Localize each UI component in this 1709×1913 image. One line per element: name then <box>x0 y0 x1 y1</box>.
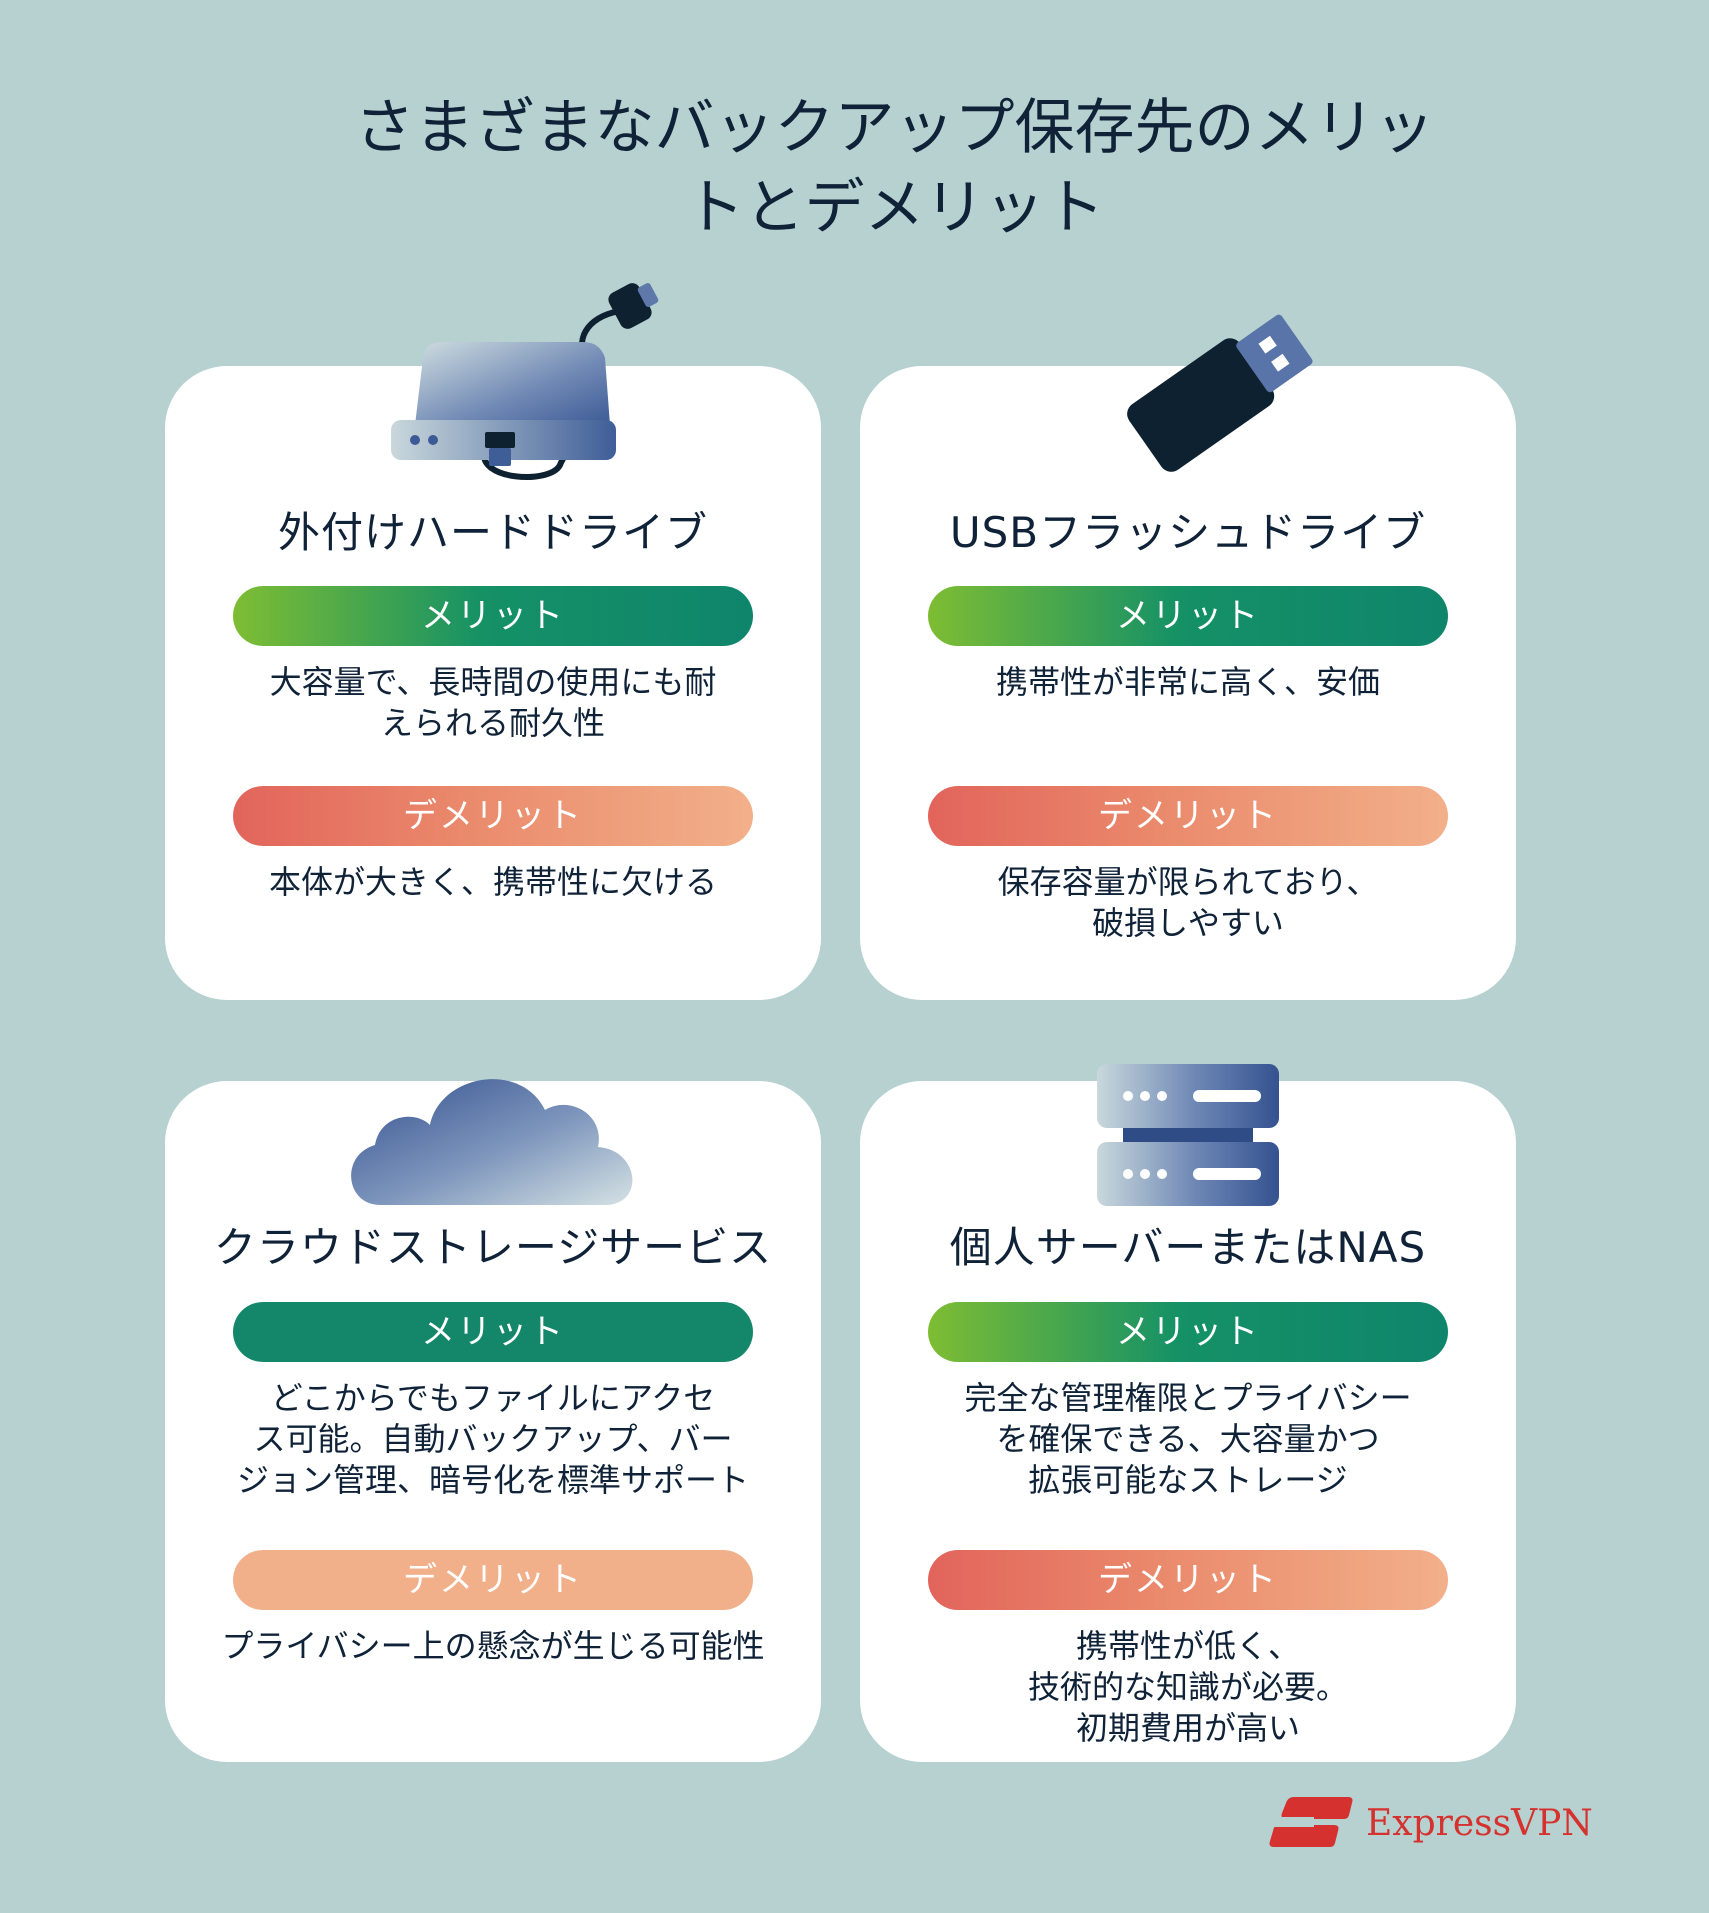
cloud-icon <box>351 1079 633 1205</box>
card-title: クラウドストレージサービス <box>213 1223 773 1272</box>
merit-pill: メリット <box>928 586 1448 646</box>
card-cloud-storage: クラウドストレージサービス メリット どこからでもファイルにアクセ ス可能。自動… <box>165 1081 821 1762</box>
demerit-description: プライバシー上の懸念が生じる可能性 <box>221 1627 765 1665</box>
title-line-2: トとデメリット <box>684 173 1105 243</box>
merit-pill: メリット <box>928 1302 1448 1362</box>
demerit-pill: デメリット <box>928 786 1448 846</box>
usb-flash-drive-icon <box>1127 314 1313 472</box>
demerit-description: 本体が大きく、携帯性に欠ける <box>268 863 717 901</box>
demerit-pill: デメリット <box>233 786 753 846</box>
merit-description: 完全な管理権限とプライバシー を確保できる、大容量かつ 拡張可能なストレージ <box>964 1379 1412 1499</box>
demerit-pill: デメリット <box>928 1550 1448 1610</box>
expressvpn-logo-icon <box>1264 1797 1353 1847</box>
card-title: USBフラッシュドライブ <box>949 508 1427 557</box>
external-hard-drive-icon <box>391 283 659 480</box>
merit-description: 携帯性が非常に高く、安価 <box>995 663 1380 701</box>
merit-description: どこからでもファイルにアクセ ス可能。自動バックアップ、バー ジョン管理、暗号化… <box>236 1379 749 1499</box>
expressvpn-wordmark: ExpressVPN <box>1366 1802 1593 1844</box>
demerit-description: 携帯性が低く、 技術的な知識が必要。 初期費用が高い <box>1027 1627 1348 1747</box>
card-personal-server-nas: 個人サーバーまたはNAS メリット 完全な管理権限とプライバシー を確保できる、… <box>860 1081 1516 1762</box>
demerit-pill: デメリット <box>233 1550 753 1610</box>
merit-description: 大容量で、長時間の使用にも耐 えられる耐久性 <box>269 663 717 742</box>
title-line-1: さまざまなバックアップ保存先のメリッ <box>354 93 1435 163</box>
merit-pill: メリット <box>233 586 753 646</box>
demerit-description: 保存容量が限られており、 破損しやすい <box>997 863 1379 942</box>
page-title: さまざまなバックアップ保存先のメリッ トとデメリット <box>200 88 1509 248</box>
server-icon <box>1097 1064 1279 1206</box>
card-title: 外付けハードドライブ <box>277 508 708 557</box>
card-title: 個人サーバーまたはNAS <box>949 1223 1427 1272</box>
card-usb-flash-drive: USBフラッシュドライブ メリット 携帯性が非常に高く、安価 デメリット 保存容… <box>860 366 1516 1000</box>
expressvpn-logo: ExpressVPN <box>1264 1788 1593 1858</box>
merit-pill: メリット <box>233 1302 753 1362</box>
